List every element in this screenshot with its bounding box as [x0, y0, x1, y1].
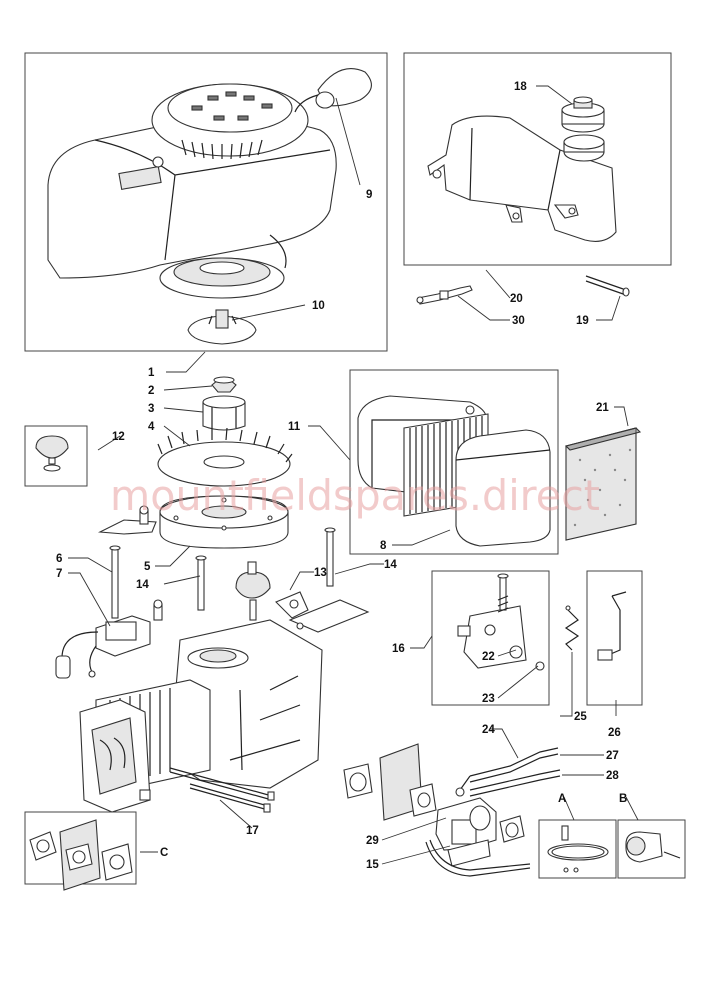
air-filter-box	[349, 369, 559, 555]
callout-15: 15	[366, 859, 379, 871]
callout-2: 2	[148, 385, 154, 397]
callout-8: 8	[380, 540, 387, 552]
callout-26: 26	[608, 727, 621, 739]
kit-a-box	[538, 819, 617, 879]
flywheel-stack	[157, 376, 293, 549]
callout-7: 7	[56, 568, 62, 580]
callout-14b: 14	[384, 559, 397, 571]
engine-block	[79, 619, 323, 813]
callout-19: 19	[576, 315, 589, 327]
callout-b: B	[619, 793, 627, 805]
callout-28: 28	[606, 770, 619, 782]
callout-9: 9	[366, 189, 372, 201]
air-filter-group	[349, 369, 559, 555]
callout-1: 1	[148, 367, 155, 379]
studs	[109, 527, 336, 619]
gasket-set-c	[24, 811, 137, 891]
callout-5: 5	[144, 561, 151, 573]
callout-13: 13	[314, 567, 327, 579]
lever-box	[586, 570, 643, 706]
callout-20: 20	[510, 293, 523, 305]
callout-29: 29	[366, 835, 379, 847]
fuel-tank-box	[403, 52, 672, 266]
lever-group	[586, 570, 643, 706]
ignition-coil	[55, 599, 163, 679]
callout-16: 16	[392, 643, 405, 655]
foam-prefilter	[564, 427, 642, 541]
recoil-starter-box	[24, 52, 388, 352]
kit-b	[617, 819, 686, 879]
callout-25: 25	[574, 711, 587, 723]
callout-a: A	[558, 793, 566, 805]
callout-6: 6	[56, 553, 62, 565]
spring-25	[564, 605, 580, 651]
callout-10: 10	[312, 300, 325, 312]
carburettor-group	[343, 743, 531, 877]
air-filter-cover	[455, 429, 551, 547]
fuel-tank-group	[403, 52, 672, 266]
callout-3: 3	[148, 403, 154, 415]
callout-24: 24	[482, 724, 495, 736]
fuel-line-connectors	[416, 275, 630, 305]
callout-22: 22	[482, 651, 495, 663]
starter-ratchet	[187, 315, 257, 345]
watermark: mountfieldspares.direct	[110, 471, 600, 520]
callout-30: 30	[512, 315, 525, 327]
detail-12-box	[24, 425, 88, 487]
detail-12-group	[24, 425, 88, 487]
callout-17: 17	[246, 825, 259, 837]
governor-parts	[235, 561, 370, 633]
callout-18: 18	[514, 81, 527, 93]
starter-shroud	[47, 117, 337, 279]
callout-c: C	[160, 847, 168, 859]
governor-bracket-group	[431, 570, 550, 706]
callout-27: 27	[606, 750, 619, 762]
callout-4: 4	[148, 421, 155, 433]
callout-23: 23	[482, 693, 495, 705]
leader-lines	[68, 85, 639, 865]
callout-21: 21	[596, 402, 609, 414]
recoil-starter-group	[24, 52, 388, 352]
callout-14a: 14	[136, 579, 149, 591]
throttle-cables	[469, 747, 561, 797]
kit-a	[538, 819, 617, 879]
ignition-bracket	[97, 505, 157, 535]
callout-12: 12	[112, 431, 125, 443]
kit-b-box	[617, 819, 686, 879]
callout-labels: 1 2 3 4 5 6 7 8 9 10 11 12 13 14 14 15 1…	[56, 81, 627, 871]
callout-11: 11	[288, 421, 301, 433]
governor-bracket-box	[431, 570, 550, 706]
